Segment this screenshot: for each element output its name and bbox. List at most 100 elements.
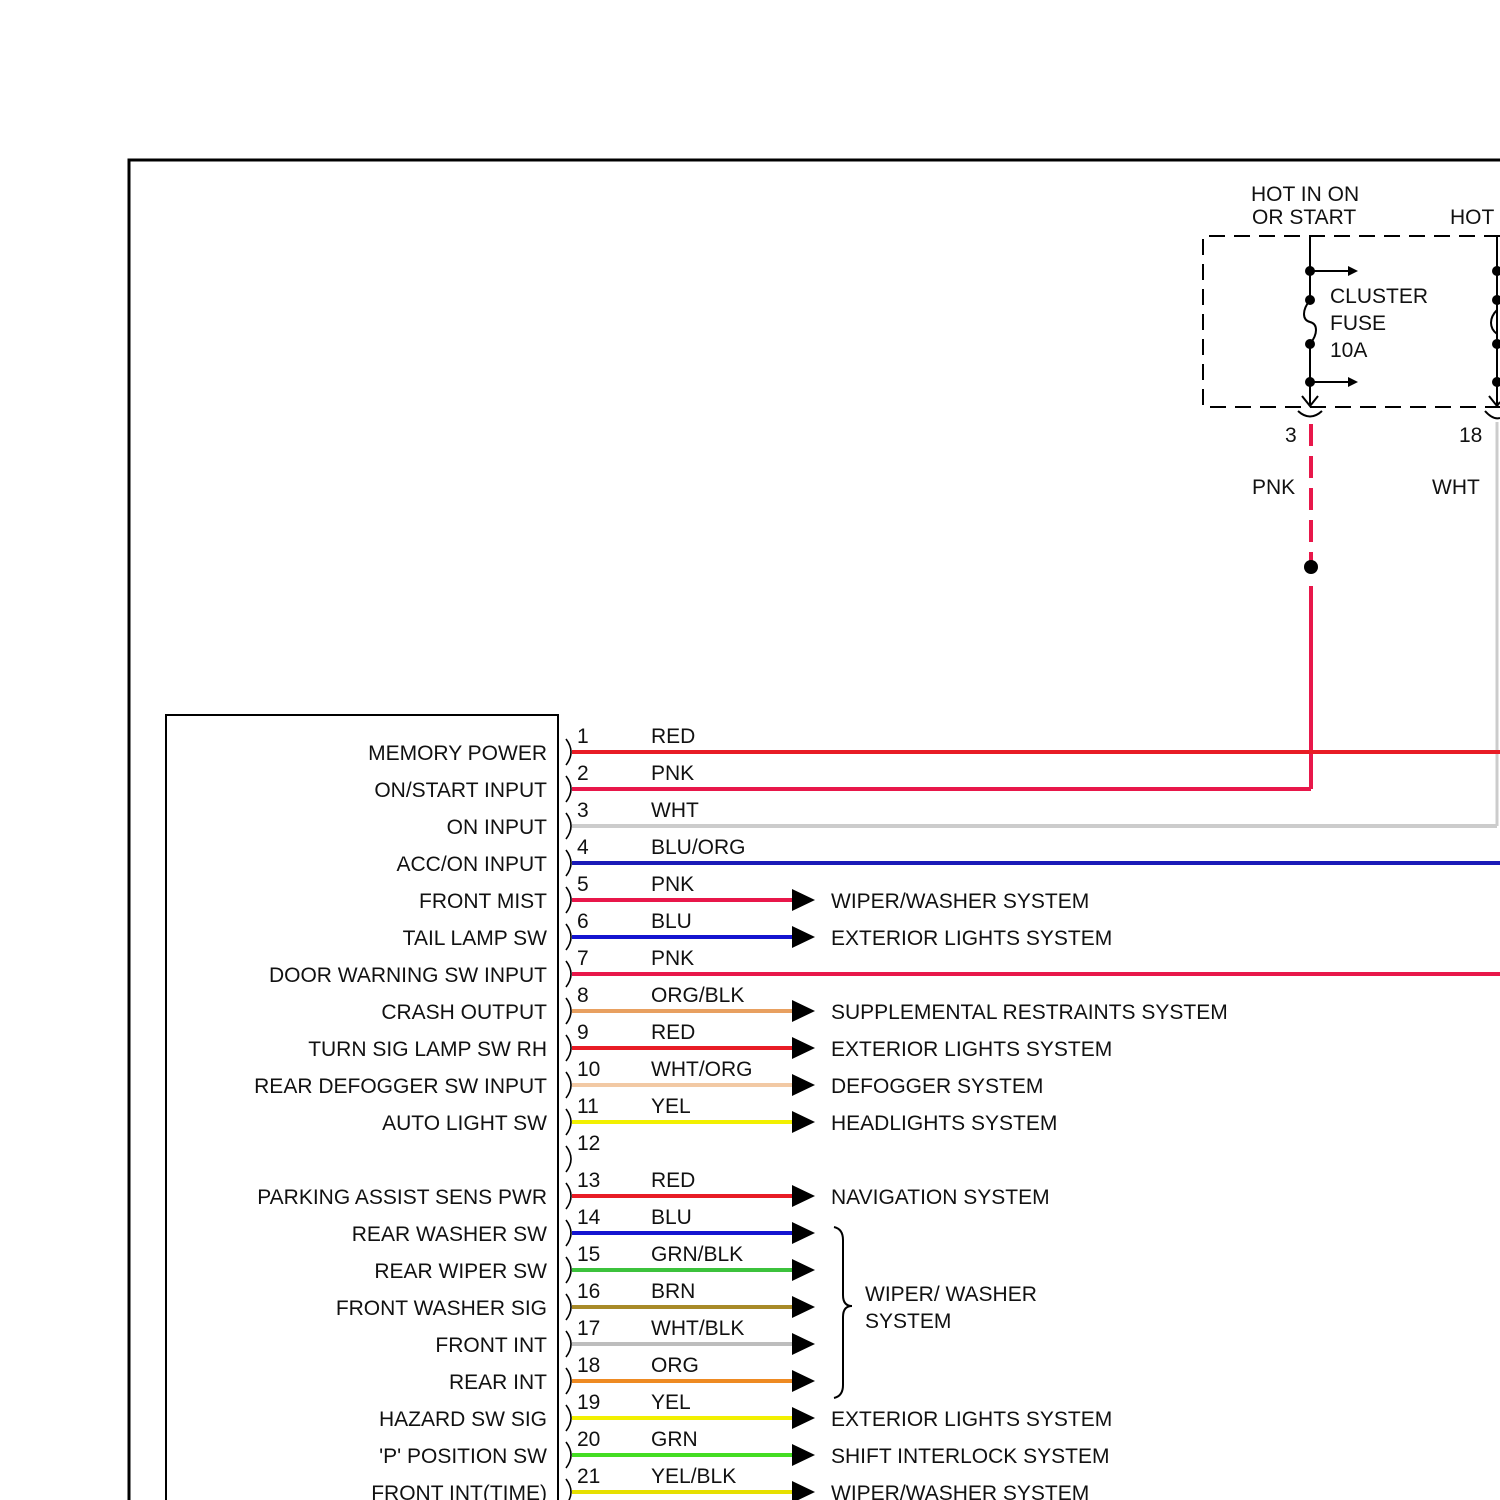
pin-number: 4 (577, 836, 589, 859)
destination-label: EXTERIOR LIGHTS SYSTEM (831, 1408, 1112, 1431)
wire-color-label: WHT (651, 799, 699, 822)
pin-number: 17 (577, 1317, 600, 1340)
pin-label: REAR INT (449, 1371, 547, 1394)
fuse-block: HOT IN ON OR START HOT CLUSTER FUSE 10A … (1203, 183, 1500, 499)
destination-label: EXTERIOR LIGHTS SYSTEM (831, 927, 1112, 950)
splice-node (1304, 560, 1318, 574)
wire-color-label: YEL/BLK (651, 1465, 736, 1488)
pin-label: FRONT WASHER SIG (336, 1297, 547, 1320)
connector-cavity (566, 739, 571, 765)
wire-color-label: BLU/ORG (651, 836, 746, 859)
pin-label: TURN SIG LAMP SW RH (308, 1038, 547, 1061)
arrow-icon (792, 1111, 815, 1133)
pin-label: ACC/ON INPUT (396, 853, 547, 876)
hot-in-on-label: HOT IN ON (1251, 183, 1359, 206)
destination-label: EXTERIOR LIGHTS SYSTEM (831, 1038, 1112, 1061)
fuse-right-node-2 (1492, 295, 1500, 305)
connector-cavity (566, 813, 571, 839)
wire-color-label: PNK (651, 947, 694, 970)
pin-row: MEMORY POWER1RED (368, 725, 1500, 765)
group-label-line2: SYSTEM (865, 1310, 951, 1333)
arrow-icon (792, 1037, 815, 1059)
connector-cavity (566, 1294, 571, 1320)
arrow-icon (792, 1407, 815, 1429)
arrow-icon (792, 1222, 815, 1244)
connector-cavity (566, 1146, 571, 1172)
pin-number: 14 (577, 1206, 601, 1229)
connector-cavity (566, 1220, 571, 1246)
fuse-element-left (1304, 300, 1316, 344)
arrow-icon (792, 889, 815, 911)
arrow-icon (792, 1074, 815, 1096)
pin-number: 5 (577, 873, 589, 896)
pin-number: 19 (577, 1391, 600, 1414)
wire-color-label: ORG/BLK (651, 984, 744, 1007)
pin-label: HAZARD SW SIG (379, 1408, 547, 1431)
fuse-right-connector-chevron (1489, 396, 1500, 406)
wire-color-label: PNK (651, 762, 694, 785)
wire-color-label: BLU (651, 1206, 692, 1229)
arrow-icon (792, 1259, 815, 1281)
pin-row: 12 (566, 1132, 600, 1172)
pin-number: 10 (577, 1058, 600, 1081)
arrow-icon (792, 1444, 815, 1466)
pin-row: REAR WASHER SW 14 BLU (352, 1206, 815, 1246)
pin-row: TURN SIG LAMP SW RH9REDEXTERIOR LIGHTS S… (308, 1021, 1112, 1061)
fuse-right-node-3 (1492, 339, 1500, 349)
pin-label: 'P' POSITION SW (379, 1445, 547, 1468)
pin-label: FRONT MIST (419, 890, 547, 913)
pin-number: 20 (577, 1428, 600, 1451)
connector-cavity (566, 1183, 571, 1209)
connector-cavity (566, 887, 571, 913)
pin-row: REAR INT18ORG (449, 1354, 815, 1394)
arrow-icon (792, 1481, 815, 1500)
arrow-icon (792, 1333, 815, 1355)
destination-label: DEFOGGER SYSTEM (831, 1075, 1043, 1098)
destination-label: WIPER/WASHER SYSTEM (831, 890, 1089, 913)
pin-label: ON INPUT (447, 816, 548, 839)
outer-frame (129, 160, 1500, 1500)
pin-label: DOOR WARNING SW INPUT (269, 964, 547, 987)
pin-number: 13 (577, 1169, 600, 1192)
wire-color-label: YEL (651, 1095, 691, 1118)
pin-number: 15 (577, 1243, 600, 1266)
fuse-wire-left-color: PNK (1252, 476, 1295, 499)
pin-label: AUTO LIGHT SW (382, 1112, 547, 1135)
connector-cavity (566, 1072, 571, 1098)
fuse-left-tap-2-arrow (1348, 377, 1358, 387)
wire-color-label: RED (651, 1169, 695, 1192)
fuse-right-node-1 (1492, 266, 1500, 276)
wire-color-label: WHT/BLK (651, 1317, 744, 1340)
destination-label: SHIFT INTERLOCK SYSTEM (831, 1445, 1110, 1468)
connector-cavity (566, 1035, 571, 1061)
pin-label: REAR DEFOGGER SW INPUT (254, 1075, 547, 1098)
connector-cavity (566, 1479, 571, 1500)
connector-cavity (566, 1109, 571, 1135)
arrow-icon (792, 1370, 815, 1392)
connector-cavity (566, 961, 571, 987)
fuse-label-cluster: CLUSTER (1330, 285, 1428, 308)
pin-number: 21 (577, 1465, 600, 1488)
pin-label: MEMORY POWER (368, 742, 547, 765)
fuse-left-connector-cup (1298, 411, 1322, 417)
wire-color-label: BRN (651, 1280, 695, 1303)
pin-label: ON/START INPUT (374, 779, 547, 802)
fuse-right-connector-cup (1485, 411, 1500, 418)
pin-number: 12 (577, 1132, 600, 1155)
pin-label: REAR WASHER SW (352, 1223, 547, 1246)
wire-color-label: GRN (651, 1428, 698, 1451)
wiper-washer-brace (834, 1227, 852, 1398)
pin-number: 18 (577, 1354, 600, 1377)
fuse-label-rating: 10A (1330, 339, 1367, 362)
pin-row: 'P' POSITION SW 20 GRN SHIFT INTERLOCK SYST… (379, 1428, 1109, 1468)
arrow-icon (792, 1185, 815, 1207)
